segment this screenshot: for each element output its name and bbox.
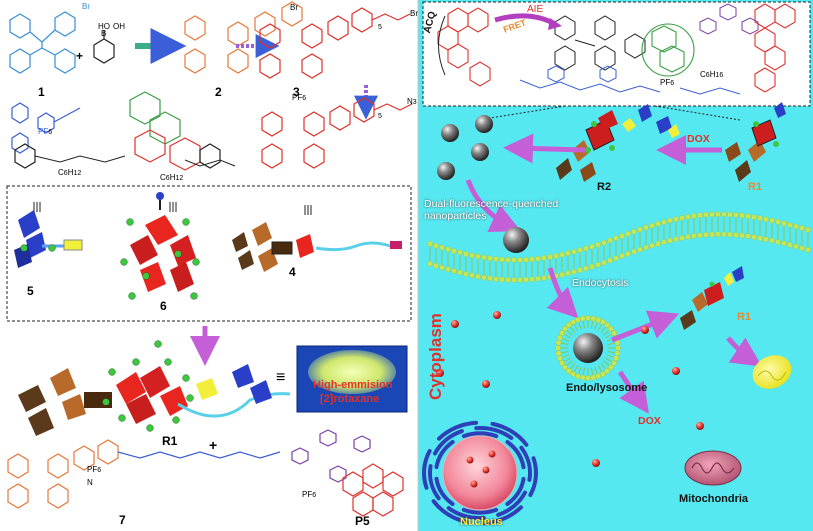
compound-7-chain <box>118 452 280 458</box>
pf6-box: PF6 <box>660 79 674 87</box>
label-endo-lysosome: Endo/lysosome <box>566 383 647 394</box>
boronic-b: B <box>101 30 106 38</box>
sub5-top: 5 <box>378 24 382 31</box>
arrow-r2-to-np <box>515 148 585 150</box>
mitochondrion <box>685 451 741 485</box>
endosome-nanoparticle <box>573 333 603 363</box>
label-r1-right: R1 <box>748 182 762 193</box>
pf6-azide: PF6 <box>292 94 306 102</box>
photo-caption-line1: High-emmision <box>313 380 392 391</box>
nanoparticle <box>475 115 493 133</box>
label-r1-left: R1 <box>162 435 177 447</box>
pf6-seven-a: PF6 <box>87 466 101 474</box>
azide-n: N3 <box>407 98 417 106</box>
label-cytoplasm: Cytoplasm <box>427 313 444 400</box>
pf6-seven-b: PF6 <box>302 491 316 499</box>
compound-p5 <box>343 464 403 516</box>
label-2: 2 <box>215 86 222 98</box>
compound-2 <box>185 2 302 73</box>
label-aie: AIE <box>527 5 543 15</box>
label-p5: P5 <box>355 515 370 527</box>
label-endocytosis: Endocytosis <box>572 278 629 289</box>
model-4 <box>232 222 402 272</box>
model-markers <box>34 202 311 215</box>
nanoparticle <box>471 143 489 161</box>
label-1: 1 <box>38 86 45 98</box>
model-6 <box>130 192 196 292</box>
label-4: 4 <box>289 266 296 278</box>
label-nucleus: Nucleus <box>460 517 503 528</box>
label-6: 6 <box>160 300 167 312</box>
n-plus-seven: N <box>87 479 93 487</box>
pf6-alkyne: PF6 <box>38 128 52 136</box>
nanoparticle <box>441 124 459 142</box>
compound-1 <box>10 12 75 73</box>
label-5: 5 <box>27 285 34 297</box>
models-box <box>7 186 411 321</box>
label-r1-bottom-right: R1 <box>737 312 751 323</box>
compound-7-phosphonium <box>292 430 370 482</box>
photo-caption-line2: [2]rotaxane <box>320 394 379 405</box>
label-dox-top: DOX <box>687 134 710 145</box>
label-r2: R2 <box>597 182 611 193</box>
c6h12-right: C6H12 <box>160 174 183 182</box>
label-7: 7 <box>119 514 126 526</box>
plus-top: + <box>76 50 83 62</box>
label-dox-bottom: DOX <box>638 416 661 427</box>
label-nanoparticles: Dual-fluorescence-quenched nanoparticles <box>424 198 558 222</box>
nanoparticle-entering <box>503 227 529 253</box>
c6h12-left: C6H12 <box>58 169 81 177</box>
compound-7 <box>8 440 118 508</box>
nanoparticle <box>437 162 455 180</box>
br-top: Br <box>82 3 90 11</box>
model-5 <box>14 210 82 268</box>
sub5-bottom: 5 <box>378 113 382 120</box>
br-end: Br <box>410 10 418 18</box>
boronic-oh: OH <box>113 23 125 31</box>
r1-molecule <box>18 364 290 436</box>
compound-azide <box>262 98 412 168</box>
label-mitochondria: Mitochondria <box>679 494 748 505</box>
br-side: Br <box>290 4 298 12</box>
c6h16-box: C6H16 <box>700 71 723 79</box>
plus-bottom: + <box>209 438 217 452</box>
equiv-sign: ≡ <box>276 370 285 386</box>
